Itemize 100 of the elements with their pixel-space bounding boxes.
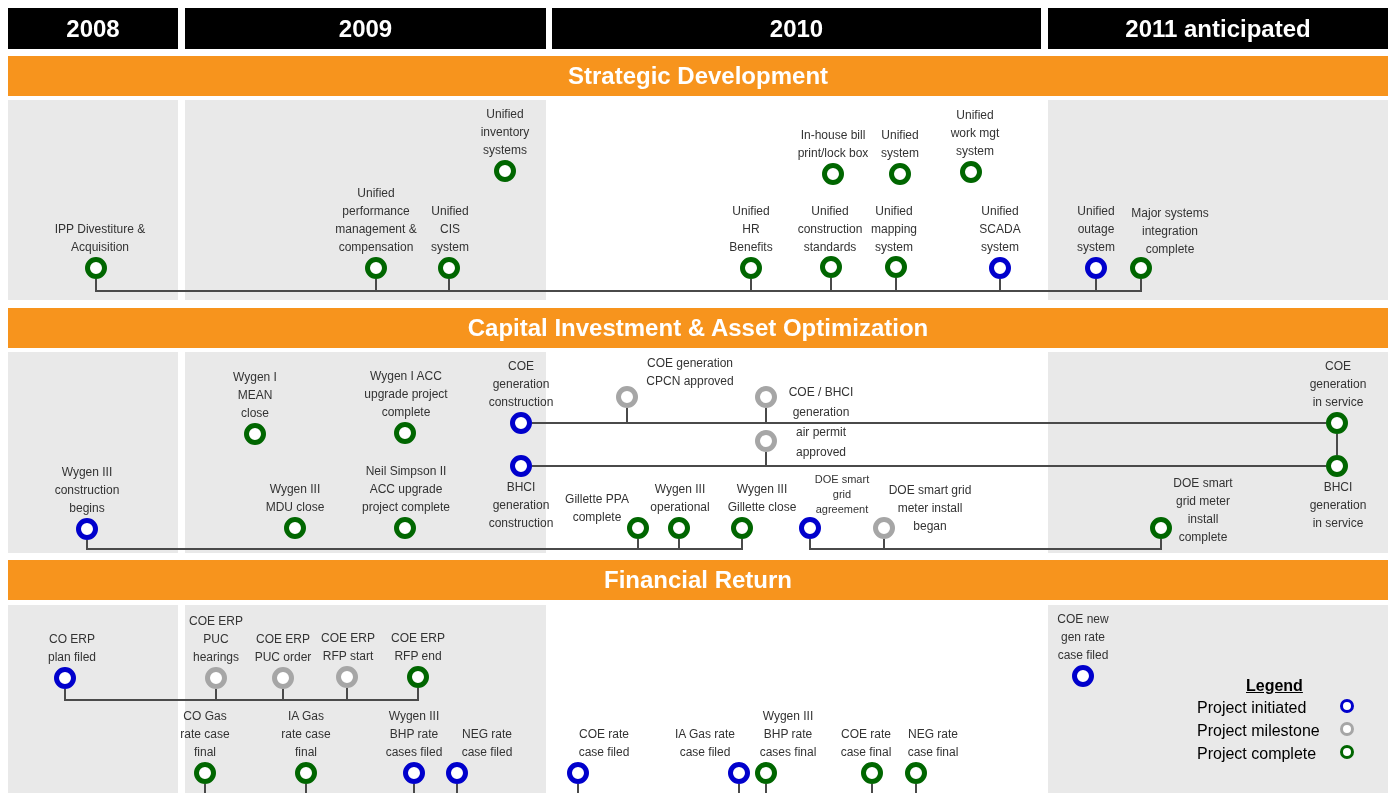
year-header: 2008 [8,8,178,49]
milestone-label: Wygen III operational [649,481,711,516]
milestone-label: COE generation in service [1308,358,1368,411]
milestone-ring [567,762,589,784]
milestone-ring [873,517,895,539]
milestone-label: CO ERP plan filed [47,631,97,666]
timeline-line [895,277,1001,292]
timeline-line [95,278,377,292]
milestone-ring [820,256,842,278]
milestone-label: COE generation construction [487,358,555,411]
milestone-ring [616,386,638,408]
milestone-label: Wygen I ACC upgrade project complete [363,368,449,421]
timeline-line [883,538,1162,550]
milestone-label: IA Gas rate case final [280,708,332,761]
milestone-label: CO Gas rate case final [179,708,231,761]
milestone-label: DOE smart grid meter install began [887,482,973,535]
milestone-ring [740,257,762,279]
milestone-label: Wygen III BHP rate cases filed [384,708,444,761]
milestone-ring [822,163,844,185]
milestone-label: COE / BHCI generation air permit approved [787,384,855,461]
timeline-line [1336,433,1338,456]
milestone-label: BHCI generation construction [487,479,555,532]
timeline-line [204,783,206,793]
milestone-label: Unified construction standards [796,203,864,256]
year-header: 2011 anticipated [1048,8,1388,49]
legend-label: Project milestone [1197,721,1320,741]
year-header: 2009 [185,8,546,49]
milestone-label: COE new gen rate case filed [1056,611,1110,664]
timeline-line [637,538,680,550]
milestone-label: In-house bill print/lock box [797,127,869,162]
milestone-label: Wygen III BHP rate cases final [758,708,818,761]
timeline-line [871,783,873,793]
milestone-label: COE rate case final [839,726,893,761]
year-header: 2010 [552,8,1041,49]
milestone-label: Wygen III Gillette close [726,481,798,516]
milestone-label: COE rate case filed [577,726,631,761]
timeline-line [282,687,348,701]
milestone-label: Neil Simpson II ACC upgrade project complete [360,463,451,516]
milestone-label: NEG rate case final [906,726,960,761]
milestone-ring [755,430,777,452]
milestone-ring [799,517,821,539]
milestone-ring [960,161,982,183]
milestone-label: COE ERP RFP end [390,630,446,665]
milestone-ring [755,386,777,408]
timeline-line [64,688,217,701]
milestone-label: Unified SCADA system [978,203,1022,256]
timeline-line [86,538,639,550]
section-header: Strategic Development [8,56,1388,96]
milestone-label: Unified HR Benefits [728,203,774,256]
milestone-label: Unified CIS system [430,203,470,256]
milestone-label: Major systems integration complete [1130,205,1210,258]
milestone-ring [668,517,690,539]
milestone-label: DOE smart grid meter install complete [1172,475,1234,546]
timeline-line [915,783,917,793]
milestone-label: Gillette PPA complete [564,491,630,526]
legend-label: Project complete [1197,744,1317,764]
milestone-label: IPP Divestiture & Acquisition [53,221,147,256]
milestone-ring [989,257,1011,279]
section-header: Financial Return [8,560,1388,600]
milestone-ring [861,762,883,784]
milestone-ring [755,762,777,784]
timeline-line [830,277,897,292]
timeline-line [305,783,307,793]
timeline-line [448,278,752,292]
milestone-label: Unified system [880,127,920,162]
milestone-ring [889,163,911,185]
timeline-line [626,407,767,424]
milestone-label: Unified work mgt system [949,107,1001,160]
milestone-label: DOE smart grid agreement [813,472,871,517]
milestone-label: Unified inventory systems [479,106,531,159]
milestone-label: NEG rate case filed [460,726,514,761]
timeline-line [750,277,832,292]
section-header: Capital Investment & Asset Optimization [8,308,1388,348]
timeline-line [738,783,740,793]
milestone-ring [905,762,927,784]
milestone-ring [731,517,753,539]
milestone-label: Wygen III construction begins [53,464,121,517]
milestone-label: IA Gas rate case filed [674,726,736,761]
timeline-line [413,783,415,793]
milestone-label: Unified mapping system [870,203,918,256]
timeline-line [215,688,284,701]
milestone-ring [728,762,750,784]
legend-label: Project initiated [1197,698,1307,718]
milestone-ring [885,256,907,278]
timeline-line [809,538,885,550]
timeline-line [678,538,743,550]
milestone-ring [627,517,649,539]
timeline-line [577,783,579,793]
milestone-label: Unified outage system [1076,203,1116,256]
milestone-label: COE ERP PUC order [253,631,313,666]
timeline-line [765,783,767,793]
timeline-line [346,687,419,701]
milestone-label: BHCI generation in service [1308,479,1368,532]
legend-title: Legend [1246,676,1303,696]
milestone-label: Wygen III MDU close [265,481,325,516]
timeline-line [375,278,450,292]
timeline-line [1095,278,1142,292]
milestone-label: COE ERP RFP start [320,630,376,665]
milestone-label: COE ERP PUC hearings [188,613,244,666]
milestone-label: COE generation CPCN approved [645,355,735,390]
